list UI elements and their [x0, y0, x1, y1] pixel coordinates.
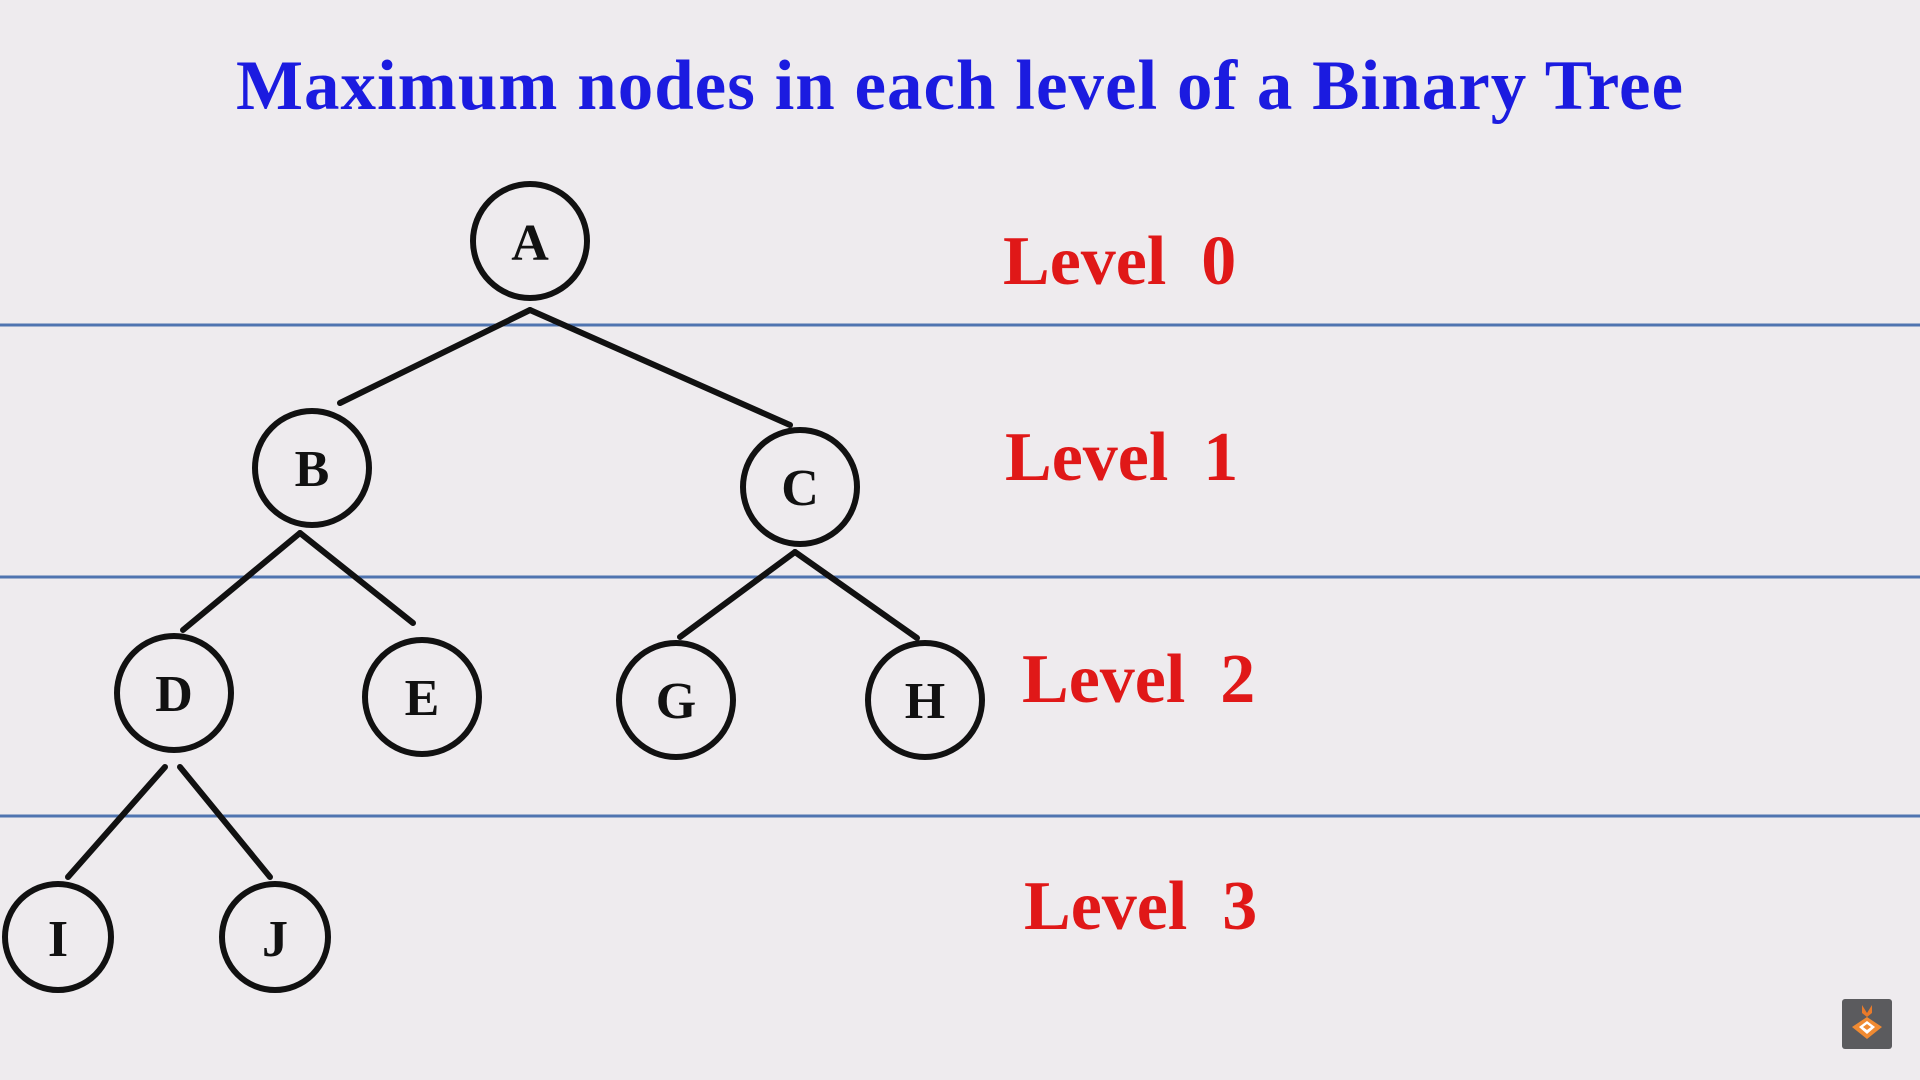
node-label: E: [405, 670, 440, 727]
tree-edges: [65, 307, 920, 880]
node-label: I: [48, 911, 68, 968]
tree-node-e: E: [362, 637, 482, 757]
tree-node-i: I: [2, 881, 114, 993]
edge-a-c: [527, 307, 793, 428]
tree-node-d: D: [114, 633, 234, 753]
tree-node-g: G: [616, 640, 736, 760]
edge-c-h: [792, 549, 920, 641]
node-label: J: [262, 911, 288, 968]
edge-d-j: [177, 764, 273, 880]
edge-c-g: [677, 549, 798, 640]
tutorial-channel-logo-icon: [1842, 999, 1892, 1049]
level-2-label: Level 2: [1022, 641, 1256, 718]
diagram-title: Maximum nodes in each level of a Binary …: [235, 47, 1685, 125]
tree-node-j: J: [219, 881, 331, 993]
node-label: A: [511, 215, 549, 272]
node-label: D: [155, 666, 193, 723]
level-1-label: Level 1: [1005, 419, 1239, 496]
tree-node-a: A: [470, 181, 590, 301]
edge-a-b: [337, 307, 533, 406]
node-label: C: [781, 460, 819, 517]
node-label: G: [656, 673, 696, 730]
edge-b-e: [297, 530, 416, 626]
level-3-label: Level 3: [1024, 868, 1258, 945]
tree-node-h: H: [865, 640, 985, 760]
node-label: H: [905, 673, 945, 730]
tree-node-c: C: [740, 427, 860, 547]
edge-b-d: [180, 530, 303, 633]
level-0-label: Level 0: [1003, 223, 1237, 300]
node-label: B: [295, 441, 330, 498]
edge-d-i: [65, 764, 168, 880]
tree-node-b: B: [252, 408, 372, 528]
